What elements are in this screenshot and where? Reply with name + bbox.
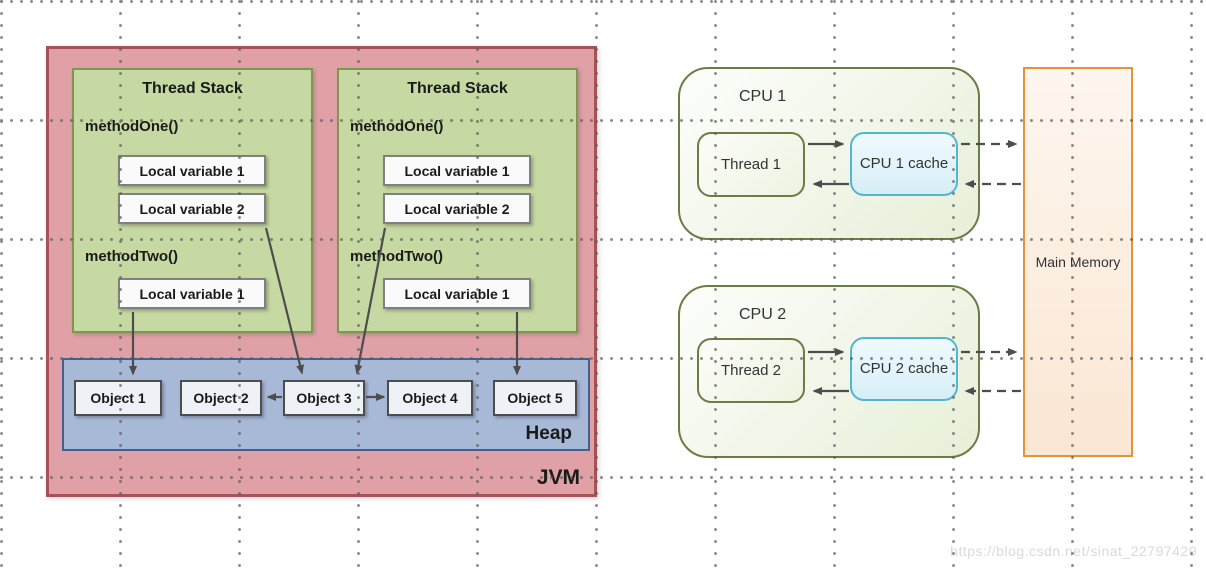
watermark: https://blog.csdn.net/sinat_22797429 xyxy=(950,543,1197,559)
heap-object: Object 5 xyxy=(493,380,577,416)
local-variable-box: Local variable 1 xyxy=(383,278,531,309)
cpu-2-box: CPU 2 Thread 2 CPU 2 cache xyxy=(678,285,980,458)
cpu-1-box: CPU 1 Thread 1 CPU 1 cache xyxy=(678,67,980,240)
heap-object: Object 3 xyxy=(283,380,365,416)
cpu-1-label: CPU 1 xyxy=(739,88,787,105)
cpu-2-label: CPU 2 xyxy=(739,306,787,323)
cpu-1-cache-box: CPU 1 cache xyxy=(850,132,958,196)
method-one-label: methodOne() xyxy=(350,118,444,135)
heap-object: Object 2 xyxy=(180,380,262,416)
heap-label: Heap xyxy=(525,423,572,444)
heap-box: Object 1 Object 2 Object 3 Object 4 Obje… xyxy=(62,358,590,451)
local-variable-box: Local variable 1 xyxy=(118,155,266,186)
heap-object: Object 4 xyxy=(387,380,473,416)
method-two-label: methodTwo() xyxy=(85,248,179,265)
thread-stack-title: Thread Stack xyxy=(407,80,508,97)
local-variable-box: Local variable 2 xyxy=(383,193,531,224)
method-one-label: methodOne() xyxy=(85,118,179,135)
cpu-2-cache-box: CPU 2 cache xyxy=(850,337,958,401)
thread-2-box: Thread 2 xyxy=(697,338,805,403)
jvm-label: JVM xyxy=(536,466,580,489)
main-memory-box: Main Memory xyxy=(1023,67,1133,457)
local-variable-box: Local variable 1 xyxy=(383,155,531,186)
heap-object: Object 1 xyxy=(74,380,162,416)
thread-stack-title: Thread Stack xyxy=(142,80,243,97)
method-two-label: methodTwo() xyxy=(350,248,444,265)
jvm-box: Thread Stack methodOne() Local variable … xyxy=(46,46,597,497)
local-variable-box: Local variable 1 xyxy=(118,278,266,309)
thread-stack-1: Thread Stack methodOne() Local variable … xyxy=(72,68,313,333)
thread-1-box: Thread 1 xyxy=(697,132,805,197)
thread-stack-2: Thread Stack methodOne() Local variable … xyxy=(337,68,578,333)
local-variable-box: Local variable 2 xyxy=(118,193,266,224)
